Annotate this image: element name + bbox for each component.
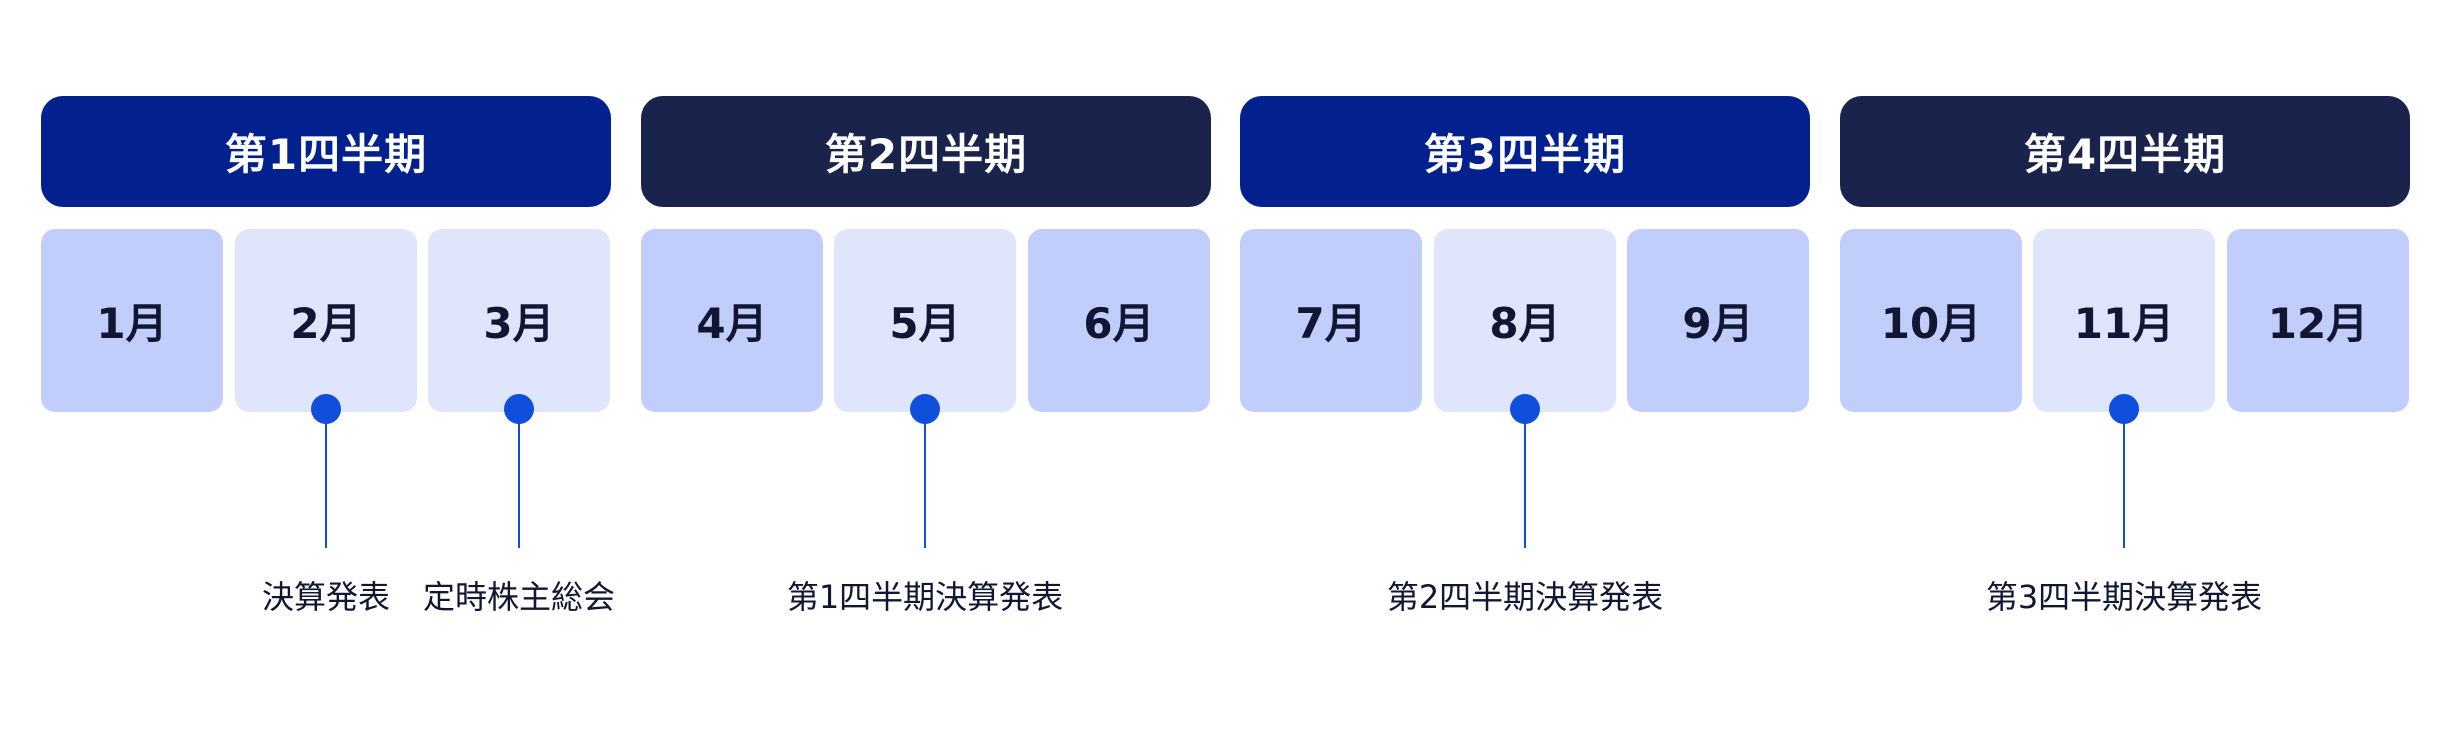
event-connector-line — [924, 420, 926, 548]
event-connector-line — [2123, 420, 2125, 548]
event-label-q3-results: 第3四半期決算発表 — [1985, 578, 2263, 616]
month-cell-8: 8月 — [1434, 229, 1616, 412]
quarter-header-1: 第1四半期 — [41, 96, 611, 207]
event-marker-dot — [311, 394, 341, 424]
month-cell-3: 3月 — [428, 229, 610, 412]
event-marker-dot — [2109, 394, 2139, 424]
event-label-shareholders-meeting: 定時株主総会 — [422, 578, 615, 616]
event-connector-line — [518, 420, 520, 548]
quarter-header-3: 第3四半期 — [1240, 96, 1810, 207]
month-cell-2: 2月 — [235, 229, 417, 412]
quarter-header-2: 第2四半期 — [641, 96, 1211, 207]
event-label-q1-results: 第1四半期決算発表 — [786, 578, 1064, 616]
event-marker-dot — [1510, 394, 1540, 424]
event-label-financial-results: 決算発表 — [261, 578, 390, 616]
quarter-header-4: 第4四半期 — [1840, 96, 2410, 207]
event-connector-line — [325, 420, 327, 548]
month-cell-9: 9月 — [1627, 229, 1809, 412]
month-cell-5: 5月 — [834, 229, 1016, 412]
event-marker-dot — [504, 394, 534, 424]
month-cell-7: 7月 — [1240, 229, 1422, 412]
event-connector-line — [1524, 420, 1526, 548]
month-cell-6: 6月 — [1028, 229, 1210, 412]
month-cell-12: 12月 — [2227, 229, 2409, 412]
event-marker-dot — [910, 394, 940, 424]
month-cell-1: 1月 — [41, 229, 223, 412]
month-cell-11: 11月 — [2033, 229, 2215, 412]
event-label-q2-results: 第2四半期決算発表 — [1386, 578, 1664, 616]
month-cell-4: 4月 — [641, 229, 823, 412]
month-cell-10: 10月 — [1840, 229, 2022, 412]
